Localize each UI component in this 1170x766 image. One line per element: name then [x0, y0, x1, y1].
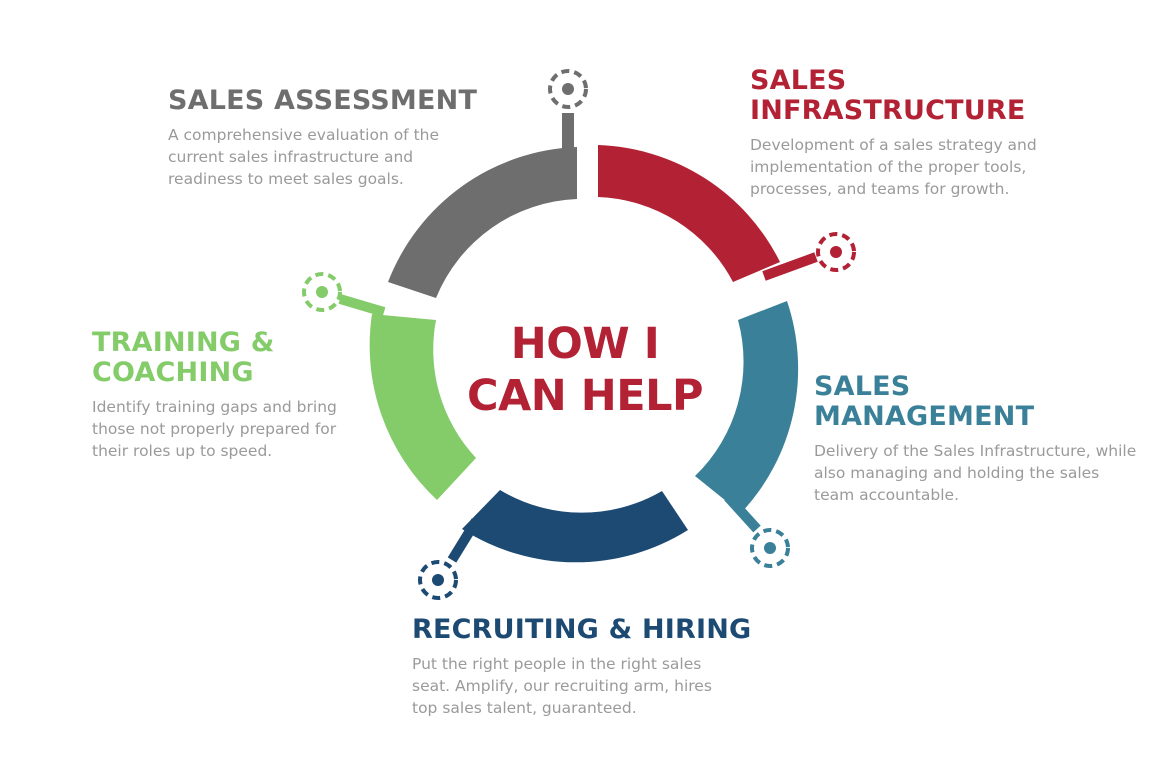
- section-title-line: COACHING: [92, 357, 254, 388]
- section-title: TRAINING & COACHING: [92, 328, 382, 388]
- section-sales-infrastructure: SALES INFRASTRUCTURE Development of a sa…: [750, 66, 1080, 200]
- target-icon-sales-infrastructure: [816, 232, 856, 272]
- connector-sales-infrastructure: [762, 252, 818, 281]
- section-title: SALES INFRASTRUCTURE: [750, 66, 1080, 126]
- segment-sales-assessment: [388, 147, 577, 298]
- connector-training-coaching: [338, 294, 386, 317]
- section-title-line: MANAGEMENT: [814, 401, 1035, 432]
- target-icon-recruiting-hiring: [418, 560, 458, 600]
- center-title-line-1: HOW I: [510, 319, 660, 369]
- connector-sales-management: [724, 493, 761, 533]
- center-title-line-2: CAN HELP: [466, 371, 704, 421]
- section-title: RECRUITING & HIRING: [412, 615, 772, 645]
- target-icon-training-coaching: [302, 272, 342, 312]
- section-description: Identify training gaps and bring those n…: [92, 398, 337, 460]
- section-title-line: SALES: [750, 65, 847, 96]
- segment-sales-management: [695, 301, 799, 513]
- section-sales-assessment: SALES ASSESSMENT A comprehensive evaluat…: [168, 86, 498, 190]
- section-title-line: TRAINING &: [92, 327, 275, 358]
- connector-recruiting-hiring: [447, 518, 481, 563]
- segment-sales-infrastructure: [598, 145, 780, 282]
- section-title-line: INFRASTRUCTURE: [750, 95, 1026, 126]
- section-recruiting-hiring: RECRUITING & HIRING Put the right people…: [412, 615, 772, 719]
- section-sales-management: SALES MANAGEMENT Delivery of the Sales I…: [814, 372, 1154, 506]
- section-title: SALES MANAGEMENT: [814, 372, 1154, 432]
- center-title: HOW I CAN HELP: [445, 318, 725, 422]
- section-training-coaching: TRAINING & COACHING Identify training ga…: [92, 328, 382, 462]
- section-title-line: SALES ASSESSMENT: [168, 85, 478, 116]
- target-icon-sales-management: [750, 528, 790, 568]
- section-description: Delivery of the Sales Infrastructure, wh…: [814, 442, 1137, 504]
- section-description: Development of a sales strategy and impl…: [750, 136, 1037, 198]
- segment-training-coaching: [369, 314, 476, 500]
- section-title: SALES ASSESSMENT: [168, 86, 498, 116]
- section-description: A comprehensive evaluation of the curren…: [168, 126, 440, 188]
- section-description: Put the right people in the right sales …: [412, 655, 712, 717]
- segment-recruiting-hiring: [462, 490, 688, 563]
- section-title-line: SALES: [814, 371, 911, 402]
- section-title-line: RECRUITING & HIRING: [412, 614, 752, 645]
- target-icon-sales-assessment: [548, 69, 588, 109]
